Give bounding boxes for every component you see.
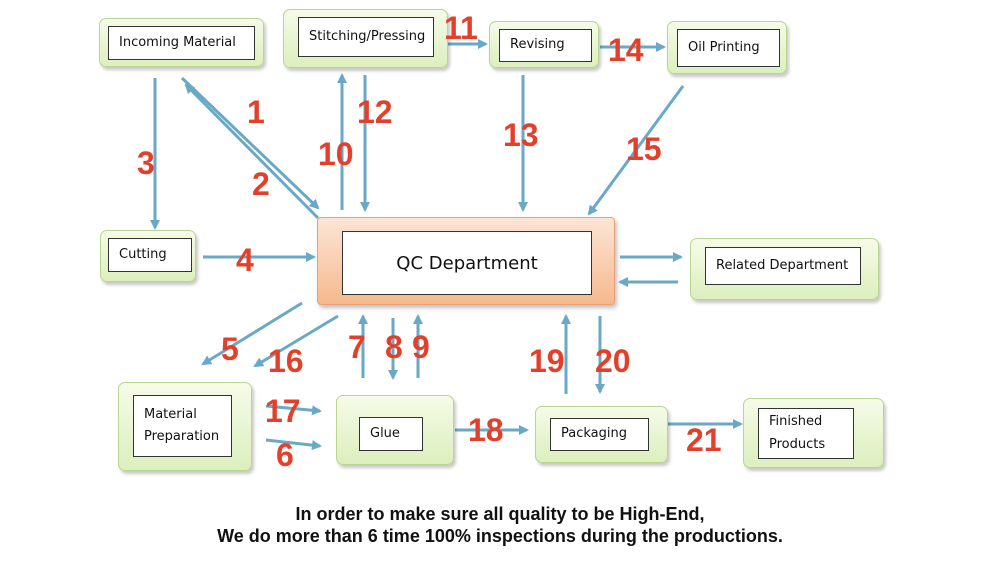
step-number-6: 6 xyxy=(276,437,294,473)
node-finished-products: Finished Products xyxy=(743,398,884,468)
step-number-11: 11 xyxy=(444,10,478,46)
step-number-1: 1 xyxy=(247,94,265,130)
node-qc-department-label: QC Department xyxy=(396,252,538,274)
node-material-preparation: Material Preparation xyxy=(118,382,252,471)
step-number-7: 7 xyxy=(348,329,366,365)
step-number-20: 20 xyxy=(595,343,631,379)
step-number-2: 2 xyxy=(252,166,270,202)
step-number-19: 19 xyxy=(529,343,565,379)
node-incoming-material-label: Incoming Material xyxy=(119,34,236,50)
step-number-21: 21 xyxy=(686,422,722,458)
node-glue-label: Glue xyxy=(370,425,400,441)
caption-line-2: We do more than 6 time 100% inspections … xyxy=(217,526,783,546)
step-number-15: 15 xyxy=(626,131,662,167)
node-material-preparation-label-line1: Material xyxy=(144,406,197,422)
node-qc-department: QC Department xyxy=(317,217,615,305)
step-number-10: 10 xyxy=(318,136,354,172)
step-number-17: 17 xyxy=(265,393,301,429)
node-oil-printing: Oil Printing xyxy=(667,21,787,74)
step-number-13: 13 xyxy=(503,117,539,153)
step-number-3: 3 xyxy=(137,145,155,181)
node-stitching-pressing: Stitching/Pressing xyxy=(283,9,448,68)
node-cutting-label: Cutting xyxy=(119,246,167,262)
node-incoming-material: Incoming Material xyxy=(99,18,264,67)
node-finished-products-label-line2: Products xyxy=(769,436,826,452)
node-revising: Revising xyxy=(489,21,599,68)
node-stitching-pressing-label: Stitching/Pressing xyxy=(309,28,426,44)
arrow-6 xyxy=(265,438,322,451)
node-finished-products-label-line1: Finished xyxy=(769,414,823,430)
arrow-16 xyxy=(253,314,339,368)
node-revising-label: Revising xyxy=(510,37,565,53)
node-related-department-label: Related Department xyxy=(716,257,849,273)
node-material-preparation-label-line2: Preparation xyxy=(144,429,220,444)
node-related-department: Related Department xyxy=(690,238,879,300)
node-glue: Glue xyxy=(336,395,454,465)
step-number-5: 5 xyxy=(221,331,239,367)
step-number-14: 14 xyxy=(608,32,644,68)
arrow-1 xyxy=(180,76,320,210)
caption-line-1: In order to make sure all quality to be … xyxy=(295,504,705,524)
node-oil-printing-label: Oil Printing xyxy=(688,39,760,55)
node-packaging-label: Packaging xyxy=(561,426,627,442)
step-number-9: 9 xyxy=(412,329,430,365)
step-number-12: 12 xyxy=(357,94,393,130)
arrow-5 xyxy=(201,301,303,366)
step-number-4: 4 xyxy=(236,242,254,278)
step-number-16: 16 xyxy=(268,343,304,379)
arrow-2 xyxy=(184,83,320,220)
arrow-17 xyxy=(265,404,322,416)
node-packaging: Packaging xyxy=(535,406,668,463)
arrow-15 xyxy=(587,85,685,216)
node-cutting: Cutting xyxy=(100,230,196,282)
step-number-18: 18 xyxy=(468,412,504,448)
step-number-8: 8 xyxy=(385,329,403,365)
